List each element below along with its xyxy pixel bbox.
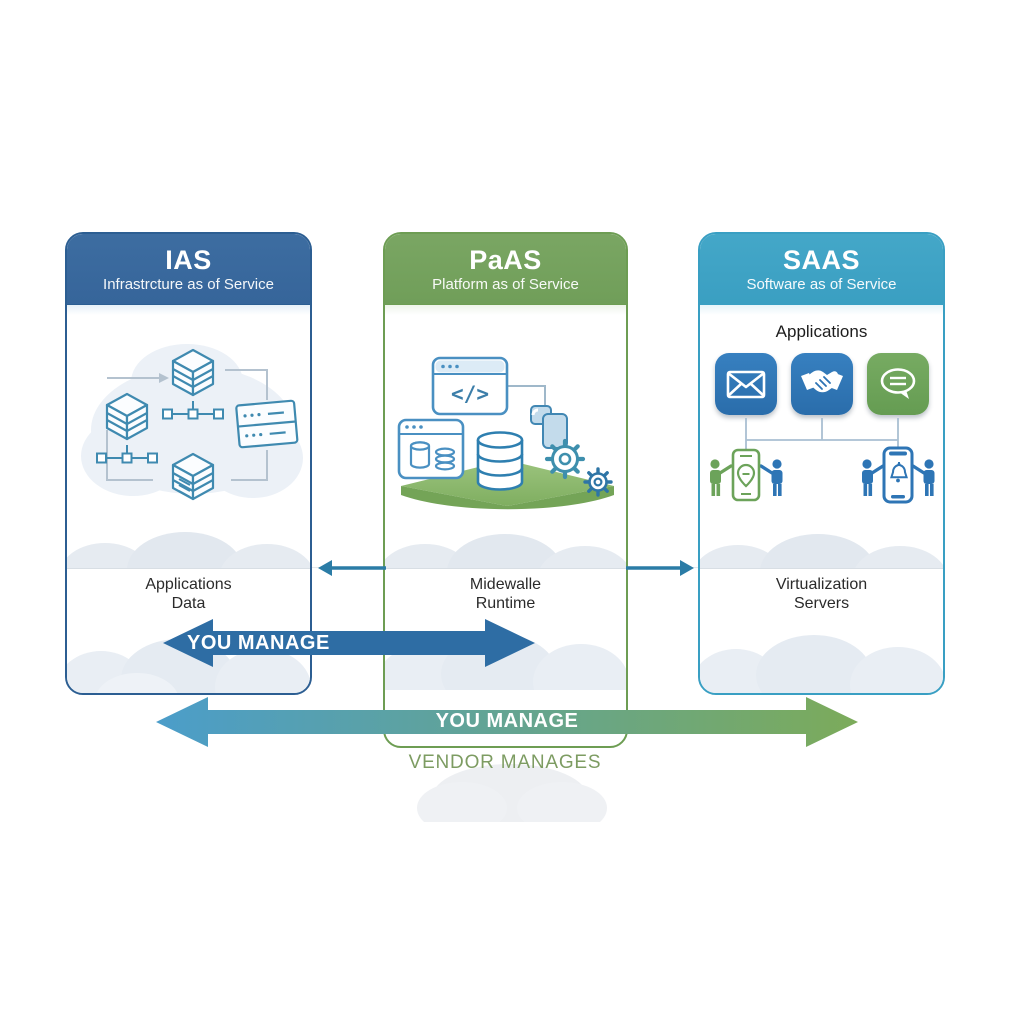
connector-lines [106,369,268,481]
layer-label: Virtualization [775,576,868,593]
handshake-icon [800,370,843,393]
app-tiles-row [700,353,943,415]
server-cube-left [105,392,149,441]
pipeline-elbow-icon [530,405,568,449]
column-paas-title: PaAS [469,244,542,275]
server-cube-top [171,348,215,397]
column-divider-line [385,568,626,569]
you-manage-arrow-upper: YOU MANAGE [163,616,535,670]
cloud-band-decoration [67,532,310,568]
platform-stack-icon: </> [397,356,614,510]
cloud-band-decoration [385,534,626,568]
database-cylinder-icon [476,431,524,491]
column-divider-line [67,568,310,569]
server-cube-bottom [171,452,215,501]
double-arrow-shape [163,619,535,667]
faint-cloud-decoration [417,764,607,822]
you-manage-label-upper: YOU MANAGE [187,631,330,654]
column-iaas-subtitle: Infrastrcture as of Service [103,275,274,293]
cloud-band-decoration [700,635,943,693]
column-saas-subtitle: Software as of Service [746,275,897,293]
phone-users-location-icon [710,448,783,502]
column-saas-title: SAAS [782,244,860,275]
column-saas-header: SAAS Software as of Service [700,234,943,305]
cloud-band-decoration [700,534,943,568]
column-iaas: IAS Infrastrcture as of Service [65,232,312,695]
envelope-icon [726,370,765,399]
server-cube-bottom-slots [178,478,191,498]
connector-line [507,385,546,412]
phone-users-notification-icon [862,446,935,504]
layer-label: Servers [793,595,850,612]
gears-icon [544,438,613,497]
column-paas-header: PaAS Platform as of Service [385,234,626,305]
server-rack-icon [235,399,299,449]
mail-app-tile [714,353,777,415]
code-glyph: </> [451,382,489,406]
connector-arrowhead [159,373,169,383]
column-paas-layer-labels: Midewalle Runtime [385,575,626,613]
layer-label: Applications [145,576,232,593]
left-exchange-arrow [318,560,386,576]
app-window-database-icon [397,418,465,480]
handshake-app-tile [790,353,853,415]
column-iaas-title: IAS [165,244,212,275]
applications-heading: Applications [775,322,868,341]
vendor-manages-label: VENDOR MANAGES [408,752,602,773]
column-iaas-header: IAS Infrastrcture as of Service [67,234,310,305]
you-manage-arrow-lower: YOU MANAGE [156,694,858,749]
header-shade-strip [385,305,626,315]
layer-label: Runtime [475,595,536,612]
column-saas: SAAS Software as of Service Applications [698,232,945,695]
column-paas: PaAS Platform as of Service [383,232,628,748]
header-shade-strip [700,305,943,315]
chat-bubble-icon [880,368,915,399]
column-saas-layer-labels: Virtualization Servers [700,575,943,613]
double-arrow-shape [156,697,858,747]
column-divider-line [700,568,943,569]
layer-label: Data [171,595,206,612]
column-iaas-layer-labels: Applications Data [67,575,310,613]
layer-label: Midewalle [469,576,542,593]
networked-servers-cloud-icon [81,344,303,501]
chat-app-tile [866,353,929,415]
column-paas-subtitle: Platform as of Service [432,275,579,293]
you-manage-label-lower: YOU MANAGE [435,710,579,732]
header-shade-strip [67,305,310,315]
app-users-connector [710,418,935,504]
right-exchange-arrow [626,560,694,576]
tile-connector-lines [745,418,899,449]
code-window-icon: </> [431,356,509,416]
